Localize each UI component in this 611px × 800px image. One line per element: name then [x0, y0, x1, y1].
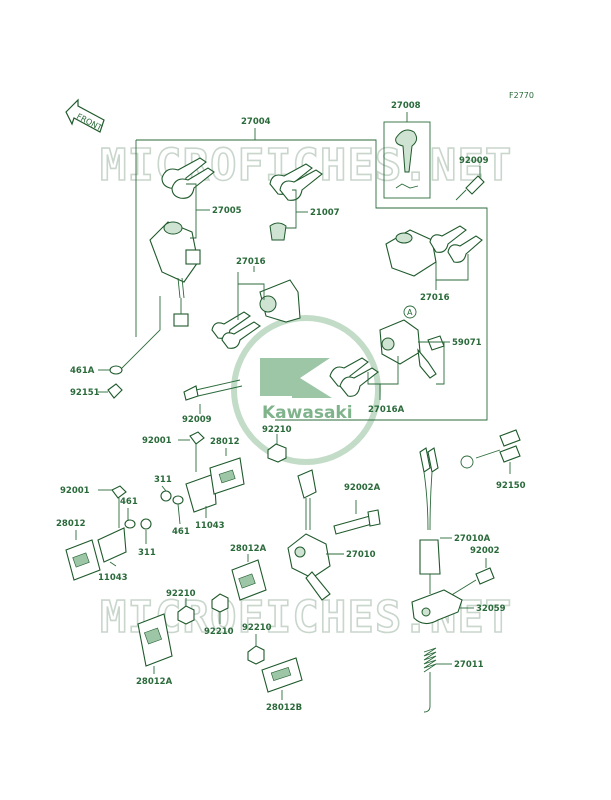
part-label-92150: 92150 — [496, 481, 526, 491]
ignition-switch-27005 — [149, 221, 201, 327]
bolt-92009-bottom — [183, 379, 243, 401]
part-label-92002A: 92002A — [344, 483, 381, 493]
part-label-27011: 27011 — [454, 660, 484, 670]
part-label-32059: 32059 — [476, 604, 506, 614]
assembly-outline-27004 — [135, 128, 488, 421]
plate-28012-a — [209, 457, 245, 495]
part-label-92009-top: 92009 — [459, 156, 489, 166]
washer-461 — [172, 495, 184, 505]
ref-label-a-top: A — [407, 308, 413, 317]
part-label-461A: 461A — [70, 366, 95, 376]
nut-92210-a — [267, 443, 287, 463]
kawasaki-logo: Kawasaki — [231, 315, 381, 465]
part-label-311-a: 311 — [154, 475, 172, 485]
bracket-11043-b — [97, 527, 127, 563]
plate-28012-b — [65, 539, 101, 581]
bolt-92001-a — [189, 431, 205, 445]
part-label-92210-d: 92210 — [242, 623, 272, 633]
washer-461-b — [124, 519, 136, 529]
bracket-32059 — [411, 589, 463, 625]
brand-text: Kawasaki — [262, 403, 353, 423]
bolt-92151 — [107, 383, 123, 399]
part-label-11043-a: 11043 — [195, 521, 225, 531]
plate-28012A-b — [137, 613, 173, 667]
part-label-92210-a: 92210 — [262, 425, 292, 435]
bracket-11043-a — [185, 473, 217, 513]
nut-92210-c — [211, 593, 229, 613]
part-label-27016A: 27016A — [368, 405, 405, 415]
part-label-27016-a: 27016 — [236, 257, 266, 267]
part-label-59071: 59071 — [452, 338, 482, 348]
seat-lock-27016a — [329, 319, 437, 397]
collar-311-b — [140, 518, 152, 530]
part-label-92002: 92002 — [470, 546, 500, 556]
ref-circle-a-bottom — [460, 455, 474, 469]
lock-27016-left — [211, 279, 301, 349]
part-label-28012-b: 28012 — [56, 519, 86, 529]
bolts-92150 — [475, 429, 521, 463]
part-label-11043-b: 11043 — [98, 573, 128, 583]
part-label-28012-a: 28012 — [210, 437, 240, 447]
part-label-92009-bottom: 92009 — [182, 415, 212, 425]
part-label-27010: 27010 — [346, 550, 376, 560]
switch-27010A — [419, 447, 441, 594]
part-label-92001-a: 92001 — [142, 436, 172, 446]
key-pair-21007 — [269, 163, 323, 241]
plate-28012B — [261, 657, 303, 693]
collar-311-a — [160, 490, 172, 502]
part-label-28012A-a: 28012A — [230, 544, 267, 554]
part-label-28012B: 28012B — [266, 703, 302, 713]
plate-28012A-a — [231, 559, 267, 601]
bolt-92001-b — [111, 485, 127, 499]
screw-92009-top — [455, 166, 485, 201]
part-label-92210-c: 92210 — [204, 627, 234, 637]
part-label-461-b: 461 — [120, 497, 138, 507]
figure-ref: F2770 — [509, 91, 534, 100]
part-label-27005: 27005 — [212, 206, 242, 216]
ref-circle-a-top — [403, 305, 417, 319]
bolt-92002A — [333, 509, 381, 535]
part-label-27004: 27004 — [241, 117, 271, 127]
switch-27010 — [287, 469, 331, 601]
part-label-27010A: 27010A — [454, 534, 491, 544]
part-label-92151: 92151 — [70, 388, 100, 398]
key-pair-27005 — [161, 157, 215, 199]
part-label-461: 461 — [172, 527, 190, 537]
part-label-92210-b: 92210 — [166, 589, 196, 599]
lock-27016-right — [385, 225, 483, 277]
spring-27011 — [423, 647, 437, 713]
part-label-92001-b: 92001 — [60, 486, 90, 496]
nut-92210-d — [247, 645, 265, 665]
part-label-21007: 21007 — [310, 208, 340, 218]
part-label-311-b: 311 — [138, 548, 156, 558]
front-arrow-icon: FRONT — [65, 98, 105, 133]
clip-59071 — [427, 335, 445, 351]
key-blank-27008 — [383, 112, 431, 199]
part-label-28012A-b: 28012A — [136, 677, 173, 687]
part-label-27016-b: 27016 — [420, 293, 450, 303]
bolt-92002 — [449, 567, 495, 597]
washer-461a — [109, 365, 123, 375]
part-label-27008: 27008 — [391, 101, 421, 111]
